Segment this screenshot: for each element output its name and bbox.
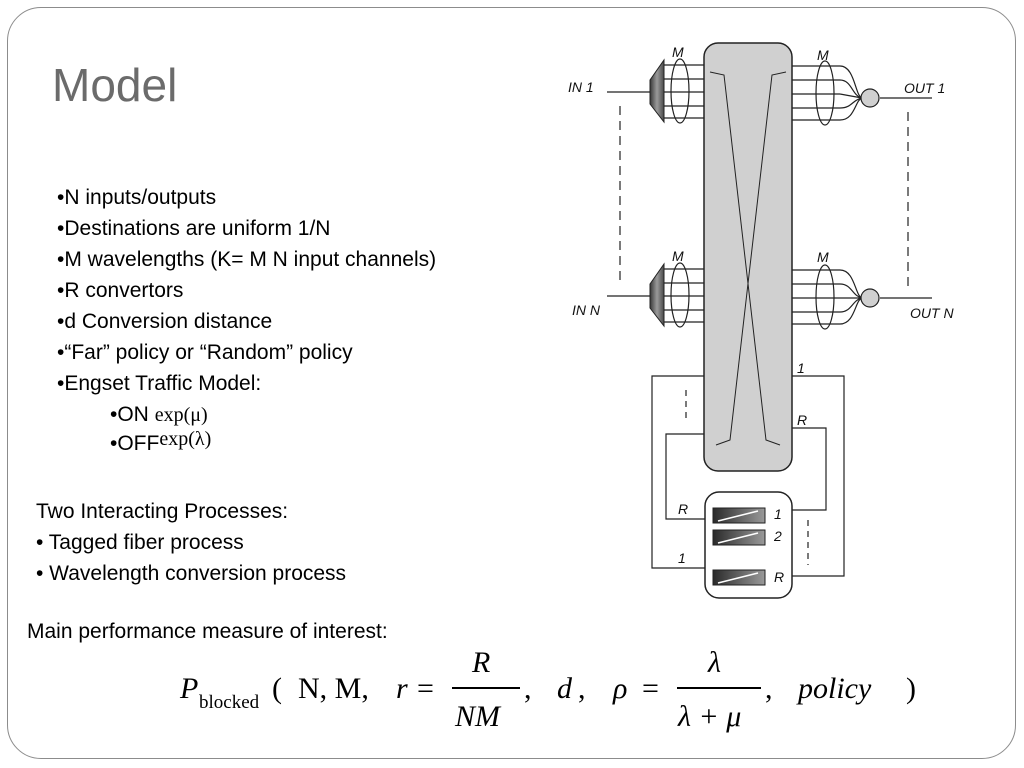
on-formula: exp(μ) <box>154 404 208 426</box>
label-port-1: 1 <box>797 360 805 376</box>
label-in-n: IN N <box>572 302 601 318</box>
measure-label: Main performance measure of interest: <box>27 620 388 643</box>
formula-args: N, M, <box>298 672 369 705</box>
coupler-1 <box>860 88 880 108</box>
formula-open-paren: ( <box>272 672 282 705</box>
bullet-item: •d Conversion distance <box>57 310 273 333</box>
bullet-item: •N inputs/outputs <box>57 186 217 209</box>
formula-p: P <box>180 672 199 705</box>
label-m: M <box>817 47 829 63</box>
demux-1 <box>649 58 665 124</box>
label-conv-r: R <box>774 569 784 585</box>
bullet-item: •Destinations are uniform 1/N <box>57 217 331 240</box>
process-item: • Tagged fiber process <box>36 531 244 554</box>
label-out-n: OUT N <box>910 305 954 321</box>
formula-comma: , <box>578 672 586 705</box>
fraction-bar <box>452 687 520 689</box>
label-out-1: OUT 1 <box>904 80 945 96</box>
slide-title: Model <box>52 59 178 111</box>
sub-bullet-off: •OFFexp(λ) <box>110 429 211 455</box>
formula-comma: , <box>524 672 532 705</box>
label-port-r: R <box>797 412 807 428</box>
label-port-1: 1 <box>678 550 686 566</box>
sub-bullet-label: •OFF <box>110 432 160 455</box>
formula-close-paren: ) <box>906 672 916 705</box>
output-combiner-1 <box>792 60 932 288</box>
label-m: M <box>672 248 684 264</box>
label-conv-1: 1 <box>774 506 782 522</box>
formula-rho: ρ <box>613 672 628 705</box>
label-conv-2: 2 <box>773 528 782 544</box>
slide-frame <box>7 7 1016 759</box>
bullet-item: •“Far” policy or “Random” policy <box>57 341 353 364</box>
demux-n <box>649 262 665 328</box>
output-combiner-n <box>792 264 932 330</box>
formula-r: r <box>396 672 408 705</box>
formula-equals: = <box>417 672 434 705</box>
coupler-n <box>860 288 880 308</box>
bullet-item: •Engset Traffic Model: <box>57 372 262 395</box>
formula-rho-numerator: λ <box>708 646 721 679</box>
fraction-bar <box>677 687 761 689</box>
feedback-loops <box>651 375 845 577</box>
formula-d: d <box>557 672 572 705</box>
formula-policy: policy <box>798 672 872 705</box>
formula-r-numerator: R <box>472 646 491 679</box>
label-in-1: IN 1 <box>568 79 594 95</box>
formula-r-denominator: NM <box>455 700 500 733</box>
sub-bullet-on: •ON exp(μ) <box>110 404 208 425</box>
sub-bullet-label: •ON <box>110 403 149 426</box>
bullet-item: •M wavelengths (K= M N input channels) <box>57 248 437 271</box>
formula-rho-denominator: λ + μ <box>678 700 742 733</box>
formula-equals: = <box>642 672 659 705</box>
off-formula: exp(λ) <box>159 428 212 450</box>
processes-heading: Two Interacting Processes: <box>36 500 289 523</box>
process-item: • Wavelength conversion process <box>36 562 347 585</box>
label-m: M <box>817 249 829 265</box>
formula-comma: , <box>765 672 773 705</box>
switch-fabric <box>703 42 793 472</box>
bullet-item: •R convertors <box>57 279 184 302</box>
crossbar-paths <box>709 71 787 446</box>
formula-subscript: blocked <box>199 692 260 713</box>
label-port-r: R <box>678 501 688 517</box>
label-m: M <box>672 44 684 60</box>
